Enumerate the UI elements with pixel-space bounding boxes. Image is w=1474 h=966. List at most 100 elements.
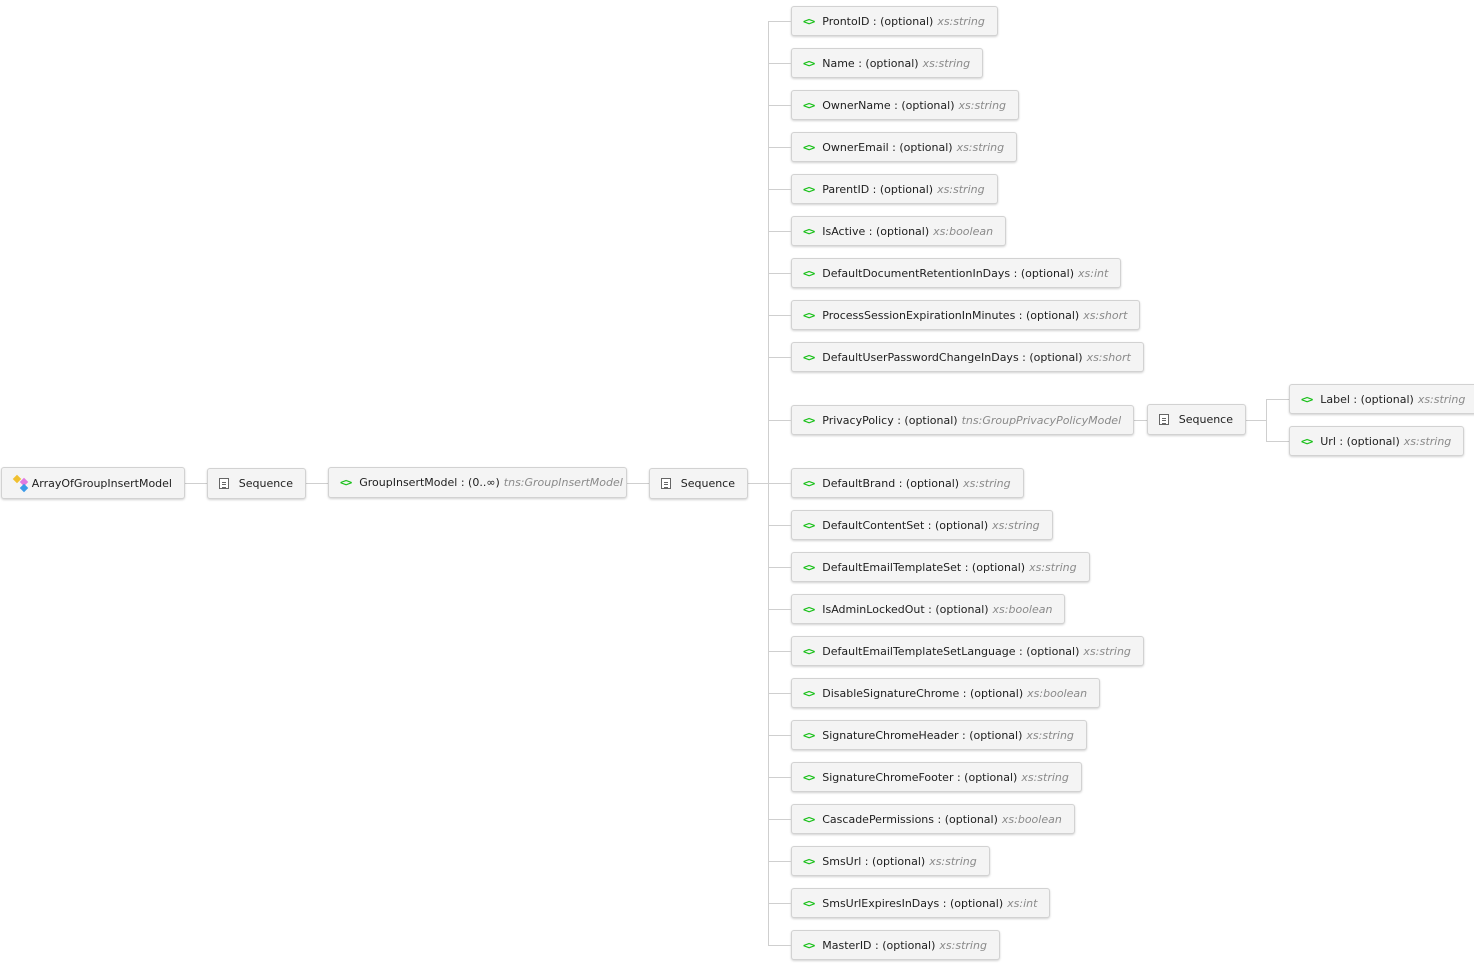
connector <box>306 483 328 484</box>
element-type: xs:string <box>937 182 985 196</box>
connector <box>1246 420 1267 421</box>
element-occurs: (optional) <box>935 602 989 616</box>
element-node[interactable]: <>SmsUrlExpiresInDays : (optional)xs:int <box>791 888 1051 918</box>
element-icon: <> <box>340 476 352 489</box>
element-occurs: (optional) <box>879 182 934 196</box>
element-name: DefaultBrand <box>822 476 896 490</box>
element-type: xs:short <box>1083 308 1128 322</box>
element-occurs: (optional) <box>969 686 1024 700</box>
element-occurs: (optional) <box>1020 266 1075 280</box>
element-icon: <> <box>803 560 815 574</box>
element-node[interactable]: <>DefaultEmailTemplateSetLanguage : (opt… <box>791 636 1144 666</box>
element-icon: <> <box>803 728 815 742</box>
element-icon: <> <box>803 413 815 427</box>
element-name: ProcessSessionExpirationInMinutes <box>822 308 1016 322</box>
element-type: tns:GroupPrivacyPolicyModel <box>961 413 1122 427</box>
element-name: SignatureChromeHeader <box>822 728 959 742</box>
sequence-node[interactable]: Sequence <box>649 468 748 499</box>
element-node[interactable]: <>SmsUrl : (optional)xs:string <box>791 846 990 876</box>
element-occurs: (optional) <box>905 476 960 490</box>
element-node[interactable]: <>SignatureChromeHeader : (optional)xs:s… <box>791 720 1087 750</box>
element-type: xs:int <box>1007 896 1038 910</box>
element-name: DefaultUserPasswordChangeInDays <box>822 350 1019 364</box>
privacy-sequence-node[interactable]: Sequence <box>1147 404 1246 435</box>
element-type: xs:string <box>1029 560 1077 574</box>
connector <box>769 945 791 946</box>
element-node[interactable]: <>ProcessSessionExpirationInMinutes : (o… <box>791 300 1141 330</box>
element-node[interactable]: <>IsAdminLockedOut : (optional)xs:boolea… <box>791 594 1066 624</box>
element-name: DefaultEmailTemplateSetLanguage <box>822 644 1016 658</box>
element-node[interactable]: <>ProntoID : (optional)xs:string <box>791 6 998 36</box>
element-occurs: (optional) <box>882 938 936 952</box>
connector <box>769 420 791 421</box>
element-node[interactable]: <>Url : (optional)xs:string <box>1289 426 1465 456</box>
root-complex-type-node[interactable]: ArrayOfGroupInsertModel <box>1 467 185 499</box>
element-occurs: (optional) <box>880 14 934 28</box>
element-node[interactable]: <>SignatureChromeFooter : (optional)xs:s… <box>791 762 1082 792</box>
element-icon: <> <box>803 938 815 952</box>
connector <box>769 357 791 358</box>
element-type: xs:string <box>939 938 987 952</box>
element-node[interactable]: <>DefaultDocumentRetentionInDays : (opti… <box>791 258 1122 288</box>
element-node[interactable]: <>Name : (optional)xs:string <box>791 48 984 78</box>
element-node[interactable]: <>DefaultContentSet : (optional)xs:strin… <box>791 510 1053 540</box>
element-node[interactable]: <>PrivacyPolicy : (optional)tns:GroupPri… <box>791 405 1135 435</box>
connector <box>769 777 791 778</box>
element-icon: <> <box>1301 434 1313 448</box>
connector <box>769 21 791 22</box>
connector <box>1266 399 1289 400</box>
connector <box>627 483 649 484</box>
element-node[interactable]: <>Label : (optional)xs:string <box>1289 384 1474 414</box>
connector <box>769 315 791 316</box>
element-occurs: (optional) <box>944 812 998 826</box>
element-node[interactable]: <>OwnerEmail : (optional)xs:string <box>791 132 1018 162</box>
element-node[interactable]: <>IsActive : (optional)xs:boolean <box>791 216 1007 246</box>
element-name: CascadePermissions <box>822 812 935 826</box>
group-insert-model-node[interactable]: <> GroupInsertModel : (0..∞) tns:GroupIn… <box>328 467 627 498</box>
element-node[interactable]: <>ParentID : (optional)xs:string <box>791 174 998 204</box>
element-type: tns:GroupInsertModel <box>503 476 623 489</box>
element-node[interactable]: <>OwnerName : (optional)xs:string <box>791 90 1020 120</box>
element-name: SmsUrl <box>822 854 862 868</box>
element-name: OwnerEmail <box>822 140 889 154</box>
element-icon: <> <box>803 350 815 364</box>
element-icon: <> <box>803 56 815 70</box>
element-node[interactable]: <>DefaultEmailTemplateSet : (optional)xs… <box>791 552 1090 582</box>
element-icon: <> <box>803 602 815 616</box>
element-occurs: (optional) <box>899 140 953 154</box>
element-name: GroupInsertModel <box>359 476 458 489</box>
connector <box>769 651 791 652</box>
element-icon: <> <box>803 308 815 322</box>
element-node[interactable]: <>CascadePermissions : (optional)xs:bool… <box>791 804 1075 834</box>
connector <box>769 231 791 232</box>
sequence-node[interactable]: Sequence <box>207 468 306 499</box>
element-icon: <> <box>803 686 815 700</box>
connector <box>769 735 791 736</box>
element-node[interactable]: <>DefaultBrand : (optional)xs:string <box>791 468 1024 498</box>
element-type: xs:string <box>1021 770 1069 784</box>
connector-trunk <box>768 21 769 946</box>
element-name: OwnerName <box>822 98 891 112</box>
connector <box>748 483 769 484</box>
element-type: xs:string <box>1026 728 1074 742</box>
connector <box>769 525 791 526</box>
element-icon: <> <box>803 224 815 238</box>
element-name: IsAdminLockedOut <box>822 602 925 616</box>
element-icon: <> <box>803 266 815 280</box>
element-name: DefaultEmailTemplateSet <box>822 560 962 574</box>
element-occurs: (optional) <box>875 224 930 238</box>
element-name: SmsUrlExpiresInDays <box>822 896 940 910</box>
element-node[interactable]: <>DefaultUserPasswordChangeInDays : (opt… <box>791 342 1144 372</box>
element-node[interactable]: <>MasterID : (optional)xs:string <box>791 930 1000 960</box>
sequence-label: Sequence <box>680 477 735 490</box>
connector-trunk <box>1266 399 1267 441</box>
element-type: xs:string <box>1083 644 1131 658</box>
connector <box>769 147 791 148</box>
element-icon: <> <box>803 644 815 658</box>
element-occurs: (optional) <box>901 98 955 112</box>
connector <box>1125 420 1147 421</box>
element-node[interactable]: <>DisableSignatureChrome : (optional)xs:… <box>791 678 1101 708</box>
element-type: xs:string <box>929 854 977 868</box>
element-occurs: (optional) <box>904 413 958 427</box>
element-name: DefaultContentSet <box>822 518 925 532</box>
